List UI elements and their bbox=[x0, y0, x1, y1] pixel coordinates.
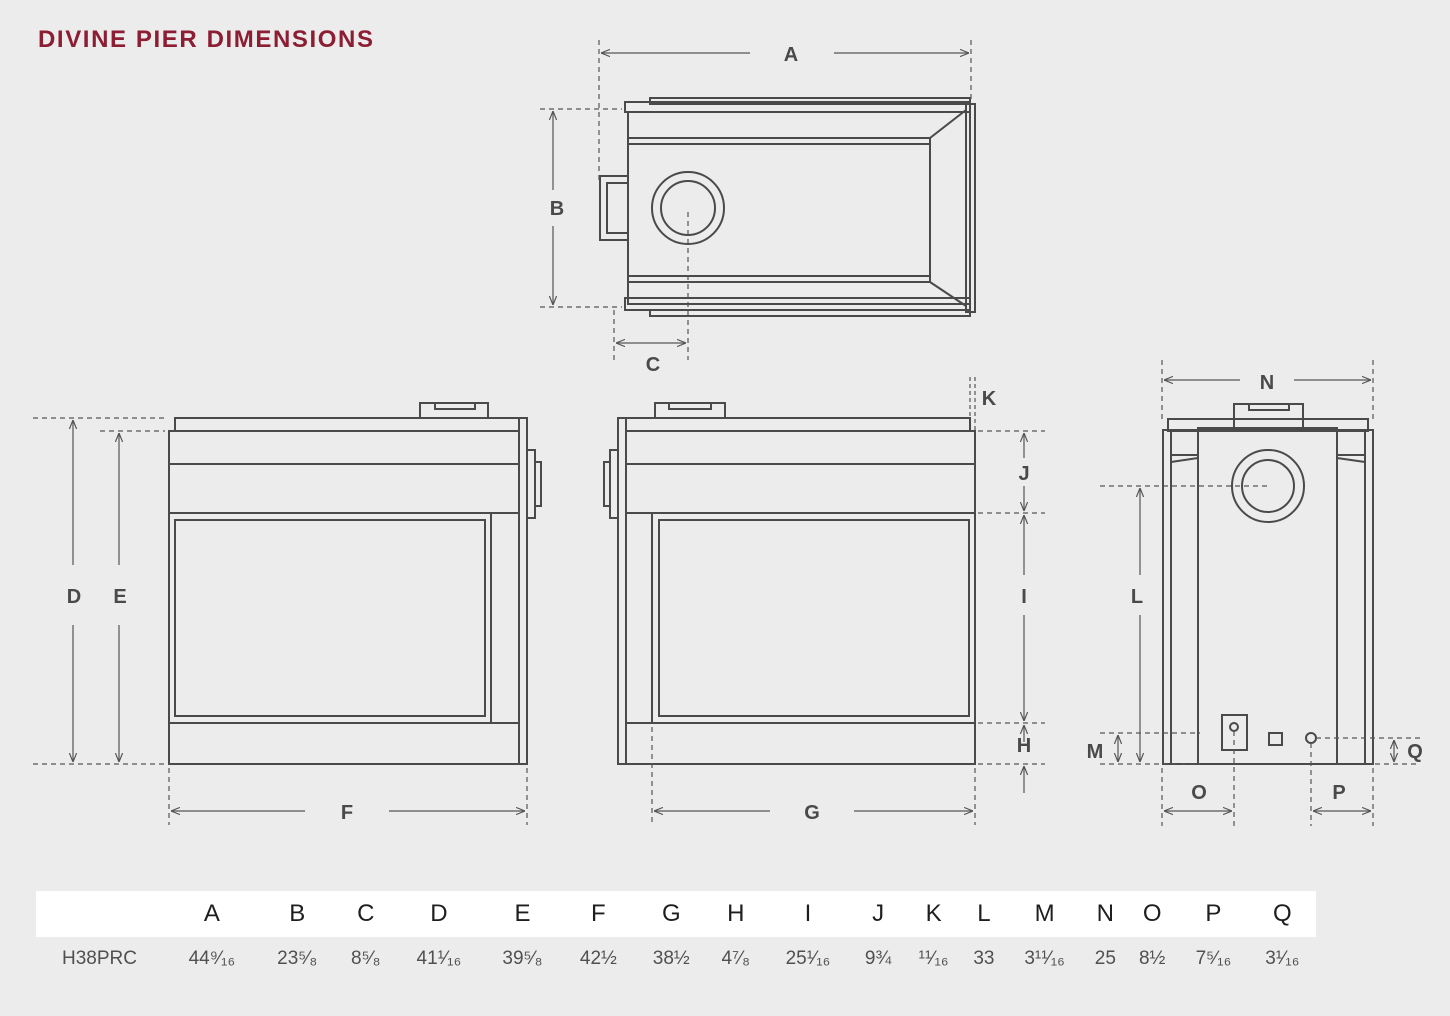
dim-label-p: P bbox=[1332, 782, 1345, 804]
dim-label-m: M bbox=[1087, 741, 1104, 763]
value-cell: 9¾ bbox=[864, 948, 892, 969]
header-cell: H bbox=[707, 891, 764, 937]
dim-label-b: B bbox=[550, 198, 564, 220]
value-cell: 25 bbox=[1094, 948, 1116, 969]
dim-label-d: D bbox=[67, 586, 81, 608]
front-view-dims bbox=[33, 417, 528, 825]
table-row: H38PRC 44⁹⁄₁₆ 23⁵⁄₈ 8⁵⁄₈ 41¹⁄₁₆ 39⁵⁄₈ 42… bbox=[36, 937, 1316, 981]
top-view bbox=[599, 97, 976, 317]
header-blank-cell bbox=[36, 891, 166, 937]
side-view-dims bbox=[651, 377, 1045, 825]
dimension-drawing: A B C D E F G H I J K L M N O P Q bbox=[33, 40, 1423, 826]
dim-label-e: E bbox=[113, 586, 126, 608]
dim-label-c: C bbox=[646, 354, 660, 376]
value-cell: 33 bbox=[973, 948, 995, 969]
value-cell: 3¹⁄₁₆ bbox=[1265, 948, 1300, 969]
header-cell: D bbox=[394, 891, 483, 937]
header-cell: Q bbox=[1248, 891, 1316, 937]
value-cell: 44⁹⁄₁₆ bbox=[188, 948, 236, 969]
value-cell: ¹¹⁄₁₆ bbox=[918, 948, 949, 969]
end-view-dims bbox=[1100, 360, 1420, 826]
value-cell: 7⁵⁄₁₆ bbox=[1195, 948, 1232, 969]
value-cell: 8⁵⁄₈ bbox=[351, 948, 381, 969]
dim-label-k: K bbox=[982, 388, 997, 410]
dim-label-i: I bbox=[1021, 586, 1027, 608]
value-cell: 41¹⁄₁₆ bbox=[416, 948, 462, 969]
header-cell: N bbox=[1084, 891, 1127, 937]
dimensions-table: A B C D E F G H I J K L M N O P Q H38PRC… bbox=[36, 891, 1316, 981]
value-cell: 25¹⁄₁₆ bbox=[785, 948, 831, 969]
page-title: DIVINE PIER DIMENSIONS bbox=[38, 26, 375, 53]
value-cell: 38½ bbox=[652, 948, 690, 969]
value-cell: 3¹¹⁄₁₆ bbox=[1024, 948, 1065, 969]
dim-label-l: L bbox=[1131, 586, 1143, 608]
value-cell: 4⁷⁄₈ bbox=[721, 948, 751, 969]
header-cell: F bbox=[561, 891, 635, 937]
header-cell: O bbox=[1126, 891, 1179, 937]
model-name-cell: H38PRC bbox=[62, 948, 137, 969]
header-cell: K bbox=[904, 891, 964, 937]
dim-label-q: Q bbox=[1407, 741, 1423, 763]
header-cell: E bbox=[482, 891, 562, 937]
dim-label-a: A bbox=[784, 44, 798, 66]
dim-label-j: J bbox=[1018, 463, 1029, 485]
value-cell: 42½ bbox=[579, 948, 617, 969]
value-cell: 8½ bbox=[1138, 948, 1166, 969]
header-cell: G bbox=[634, 891, 708, 937]
dim-label-n: N bbox=[1260, 372, 1274, 394]
dimensions-header-row: A B C D E F G H I J K L M N O P Q bbox=[36, 891, 1316, 937]
header-cell: B bbox=[257, 891, 337, 937]
dim-label-f: F bbox=[341, 802, 353, 824]
header-cell: J bbox=[852, 891, 905, 937]
dim-label-g: G bbox=[804, 802, 820, 824]
top-view-dims bbox=[540, 40, 972, 360]
header-cell: C bbox=[336, 891, 395, 937]
end-view bbox=[1162, 403, 1374, 765]
header-cell: L bbox=[963, 891, 1005, 937]
header-cell: P bbox=[1178, 891, 1249, 937]
value-cell: 39⁵⁄₈ bbox=[502, 948, 543, 969]
value-cell: 23⁵⁄₈ bbox=[277, 948, 318, 969]
front-view bbox=[168, 402, 542, 765]
side-view bbox=[603, 402, 976, 765]
dim-label-o: O bbox=[1191, 782, 1207, 804]
header-cell: A bbox=[166, 891, 258, 937]
dim-label-h: H bbox=[1017, 735, 1031, 757]
header-cell: I bbox=[763, 891, 853, 937]
header-cell: M bbox=[1004, 891, 1085, 937]
